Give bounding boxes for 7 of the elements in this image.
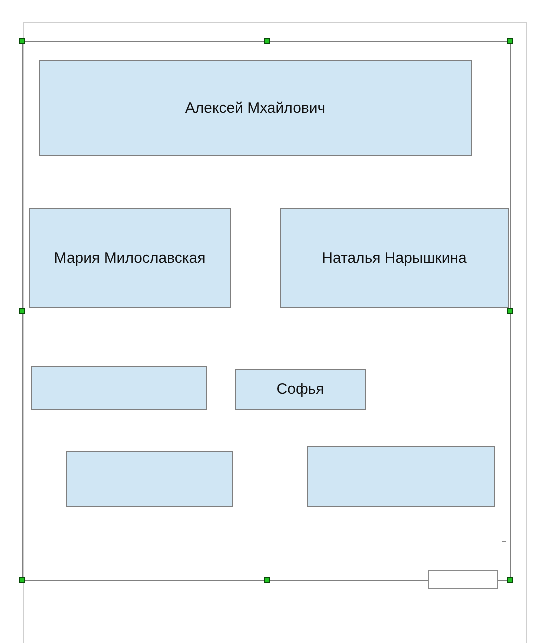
name-box: Алексей Мхайлович xyxy=(39,60,472,156)
name-box: Наталья Нарышкина xyxy=(280,208,509,308)
name-box: Софья xyxy=(235,369,366,410)
name-box: Мария Милославская xyxy=(29,208,231,308)
empty-box xyxy=(307,446,495,507)
empty-box xyxy=(31,366,207,410)
empty-box xyxy=(66,451,233,507)
